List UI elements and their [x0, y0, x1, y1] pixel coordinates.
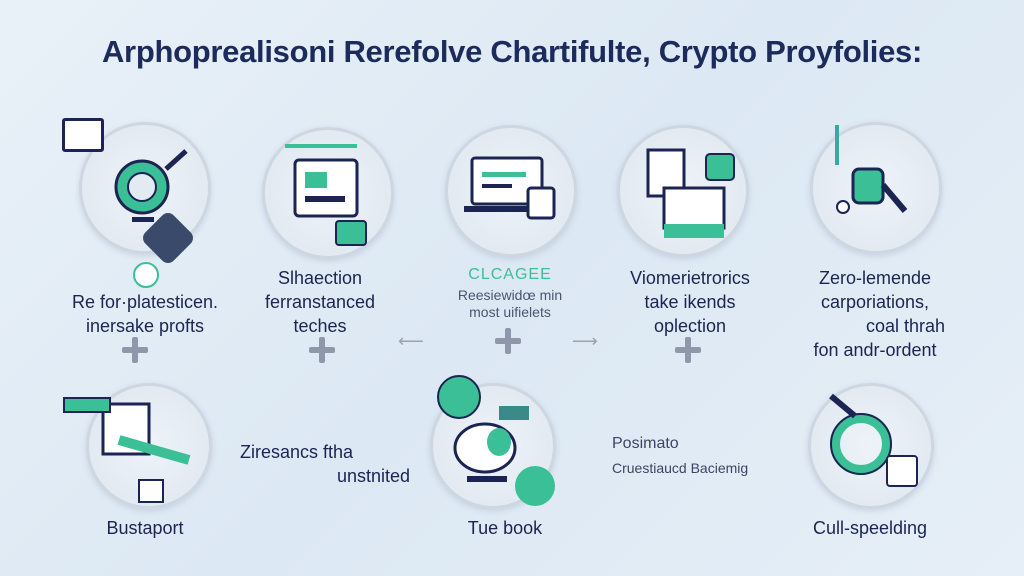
files-folder-icon	[617, 125, 749, 257]
magnifier-icon	[808, 383, 934, 509]
plus-icon	[122, 337, 148, 363]
arrow-right-icon: ⟶	[572, 331, 598, 351]
user-badge-icon	[515, 466, 555, 506]
coin-icon	[133, 262, 159, 288]
laptop-icon	[445, 125, 577, 257]
badge-icon	[437, 375, 481, 419]
plus-icon	[309, 337, 335, 363]
label-1: Re for·platesticen.inersake profts	[71, 292, 219, 336]
label-tue-book: Tue book	[467, 518, 543, 538]
document-tools-icon	[262, 127, 394, 259]
page-title: Arphoprealisoni Rerefolve Chartifulte, C…	[101, 34, 923, 69]
monitor-icon	[62, 118, 104, 152]
tag-icon	[63, 397, 111, 413]
plus-icon	[675, 337, 701, 363]
arrow-left-icon: ⟵	[398, 331, 424, 351]
label-bustaport: Bustaport	[106, 518, 184, 538]
label-cull-speelding: Cull-speelding	[812, 518, 928, 538]
tools-icon	[810, 122, 942, 254]
plus-icon	[495, 328, 521, 354]
wrench-icon	[335, 220, 367, 246]
